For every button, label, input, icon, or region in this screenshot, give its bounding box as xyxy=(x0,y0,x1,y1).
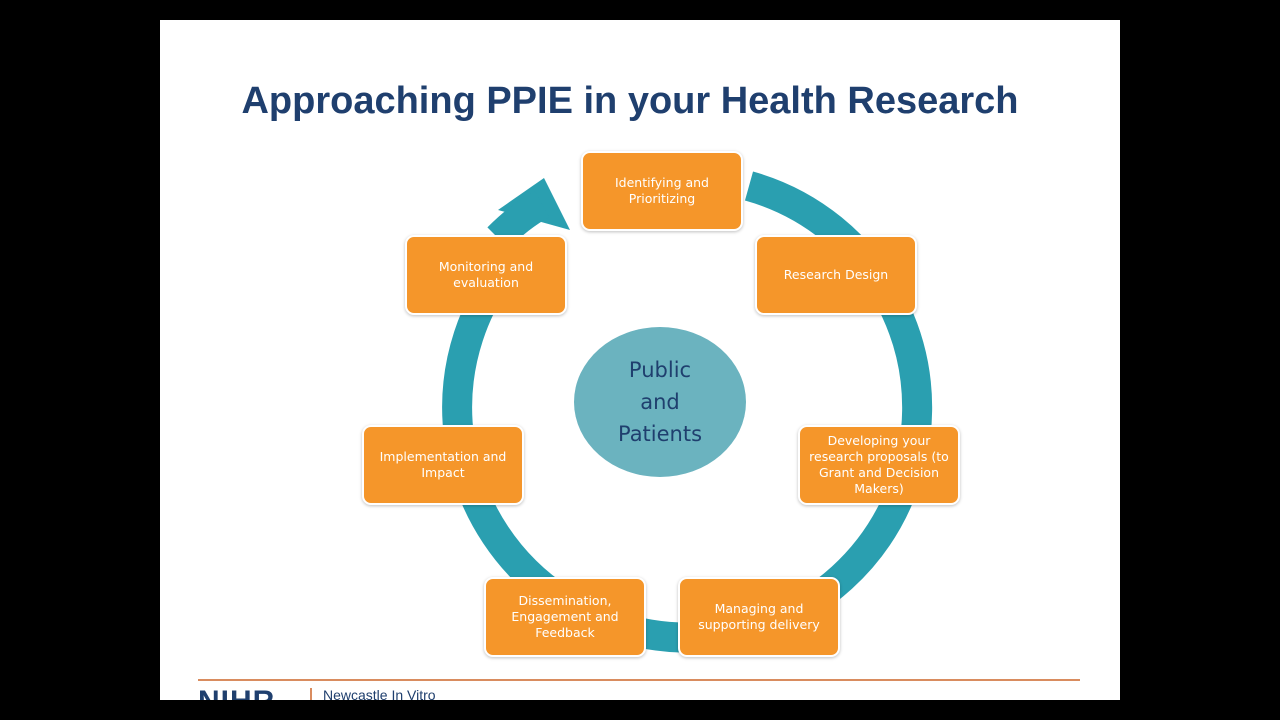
stage-research-design: Research Design xyxy=(755,235,917,315)
center-public-patients: Public and Patients xyxy=(574,327,746,477)
slide-title: Approaching PPIE in your Health Research xyxy=(241,80,1019,122)
cycle-arrow-tail xyxy=(487,190,550,249)
logo-separator xyxy=(310,688,312,700)
stage-developing-proposals: Developing your research proposals (to G… xyxy=(798,425,960,505)
stage-implementation: Implementation and Impact xyxy=(362,425,524,505)
slide: Approaching PPIE in your Health Research… xyxy=(160,20,1120,700)
stage-dissemination: Dissemination, Engagement and Feedback xyxy=(484,577,646,657)
footer-organisation: Newcastle In Vitro xyxy=(323,687,436,700)
stage-monitoring: Monitoring and evaluation xyxy=(405,235,567,315)
stage-managing-delivery: Managing and supporting delivery xyxy=(678,577,840,657)
nihr-logo: NIHR xyxy=(198,687,275,701)
stage-identifying: Identifying and Prioritizing xyxy=(581,151,743,231)
footer-divider xyxy=(198,679,1080,681)
